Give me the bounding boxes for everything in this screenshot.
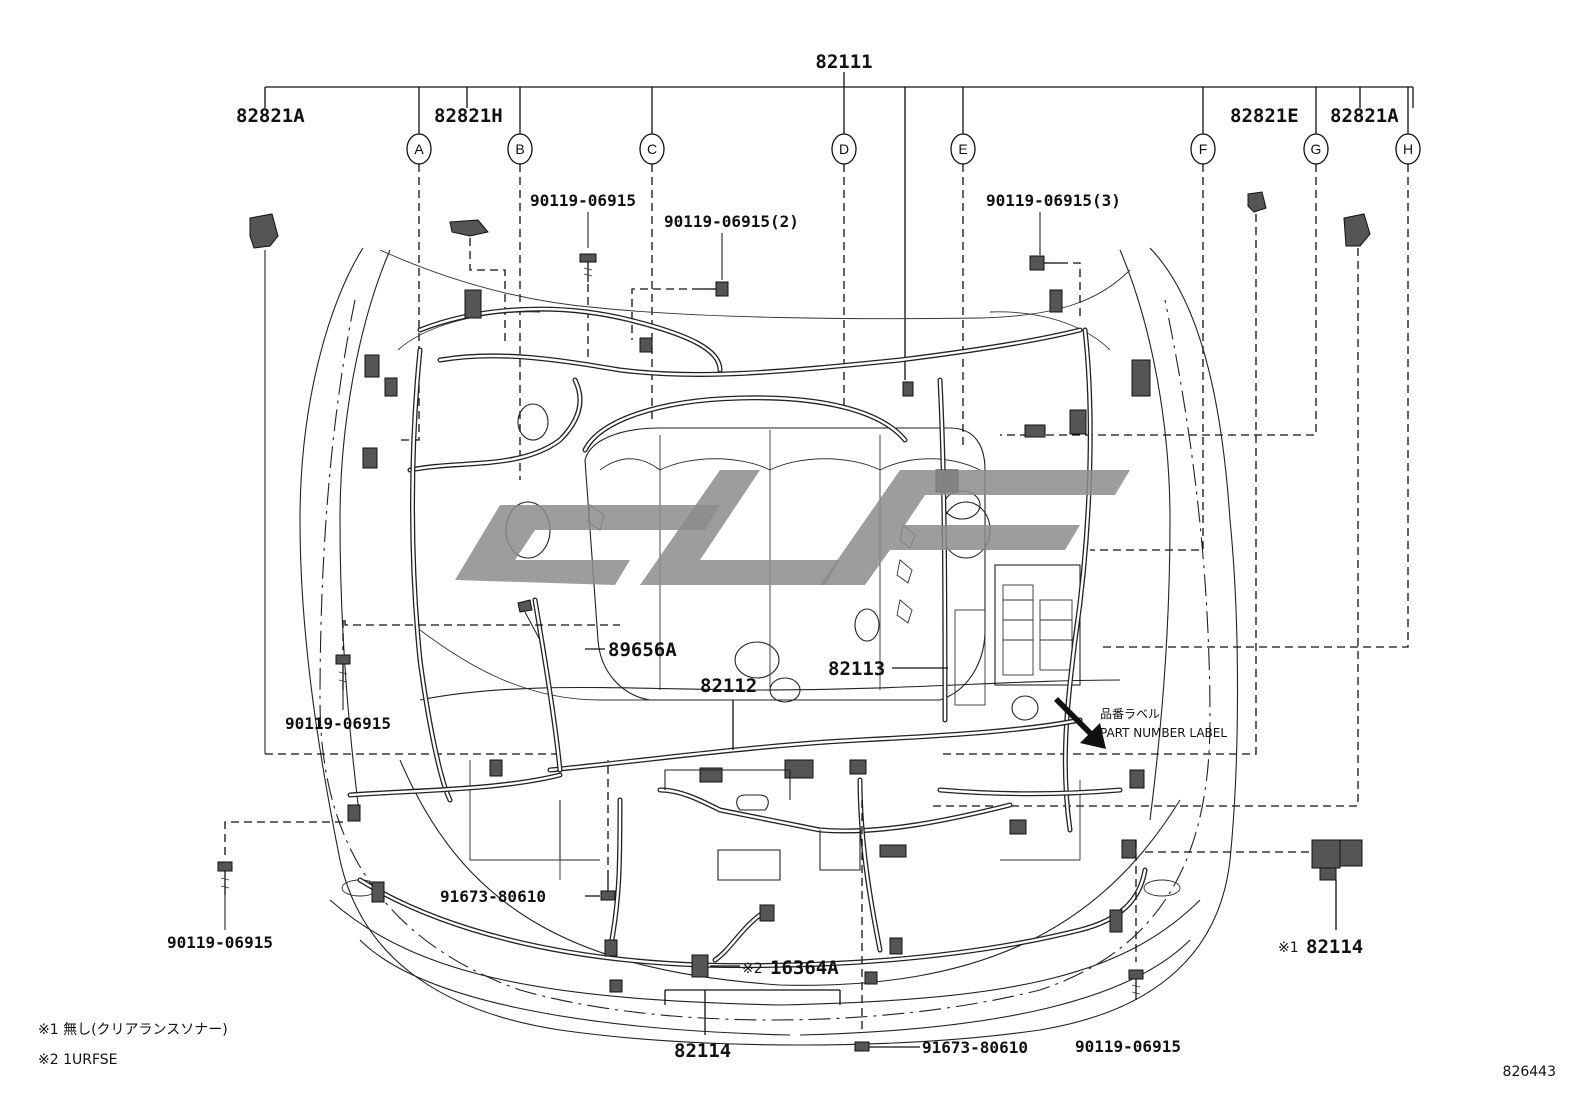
svg-text:D: D <box>839 141 849 157</box>
connector-82821h-icon <box>449 219 506 345</box>
circle-marker-e: E <box>950 133 976 165</box>
part-number-label-arrow-icon <box>1054 697 1106 749</box>
main-part-bracket <box>264 72 1414 380</box>
part-label-89656a: 89656A <box>608 639 677 661</box>
connector-16364a-icon <box>691 954 740 978</box>
bolt-left-mid-icon <box>335 620 351 710</box>
note-2: ※2 1URFSE <box>38 1052 118 1068</box>
connector-82114-right-icon <box>1145 839 1363 930</box>
bolt-label-c: 90119-06915(2) <box>664 212 799 231</box>
circle-marker-h: H <box>1395 133 1421 165</box>
bolt-right-low-icon <box>1128 840 1144 1000</box>
leader-89656a <box>344 599 620 650</box>
bolt-label-left-low: 90119-06915 <box>167 933 273 952</box>
main-part-label: 82111 <box>815 51 872 73</box>
clip-bottom-icon <box>854 800 920 1052</box>
bolt-label-left-mid: 90119-06915 <box>285 714 391 733</box>
svg-text:F: F <box>1199 141 1208 157</box>
clip-label-bottom: 91673-80610 <box>922 1038 1028 1057</box>
circle-marker-b: B <box>507 133 533 165</box>
circle-marker-a: A <box>406 133 432 165</box>
drawing-number: 826443 <box>1503 1064 1556 1080</box>
clip-center-icon <box>585 760 616 901</box>
car-body-outline <box>299 247 1239 1046</box>
part-label-82821e: 82821E <box>1230 105 1299 127</box>
bolt-label-b: 90119-06915 <box>530 191 636 210</box>
part-number-label-en: PART NUMBER LABEL <box>1100 726 1227 740</box>
ecu-box <box>954 564 1081 706</box>
watermark-logo <box>455 470 1130 585</box>
bolt-label-e: 90119-06915(3) <box>986 191 1121 210</box>
part-mark-82114-right: ※1 <box>1278 940 1299 956</box>
svg-text:H: H <box>1403 141 1413 157</box>
connector-82821a-right-icon <box>930 213 1371 807</box>
clip-label-center: 91673-80610 <box>440 887 546 906</box>
circle-marker-g: G <box>1303 133 1329 165</box>
bracket-82114-bottom <box>664 989 841 1035</box>
marker-leaders <box>400 164 1409 648</box>
svg-text:G: G <box>1311 141 1322 157</box>
bolt-b-icon <box>579 212 597 360</box>
part-label-82112: 82112 <box>700 675 757 697</box>
svg-text:B: B <box>515 141 524 157</box>
part-label-16364a: 16364A <box>770 957 839 979</box>
circle-marker-c: C <box>639 133 665 165</box>
note-1: ※1 無し(クリアランスソナー) <box>38 1022 228 1038</box>
bolt-c-icon <box>631 233 729 340</box>
circle-marker-d: D <box>831 133 857 165</box>
part-mark-16364a: ※2 <box>742 961 763 977</box>
svg-text:E: E <box>958 141 967 157</box>
svg-text:A: A <box>414 141 424 157</box>
part-number-label-jp: 品番ラベル <box>1100 707 1160 721</box>
connector-82821a-left-icon <box>249 213 279 754</box>
bolt-label-right-low: 90119-06915 <box>1075 1037 1181 1056</box>
part-label-82113: 82113 <box>828 658 885 680</box>
circle-marker-f: F <box>1190 133 1216 165</box>
svg-text:C: C <box>647 141 657 157</box>
part-label-82821a-right: 82821A <box>1330 105 1399 127</box>
connector-82821e-icon <box>940 191 1267 755</box>
part-label-82114-bottom: 82114 <box>674 1040 731 1062</box>
bolt-e-icon <box>1029 212 1081 320</box>
part-label-82114-right: 82114 <box>1306 936 1363 958</box>
front-bracket <box>559 769 861 881</box>
wire-harness <box>347 306 1148 969</box>
bolt-left-low-icon <box>217 821 345 930</box>
part-label-82821h: 82821H <box>434 105 503 127</box>
part-label-82821a-left: 82821A <box>236 105 305 127</box>
